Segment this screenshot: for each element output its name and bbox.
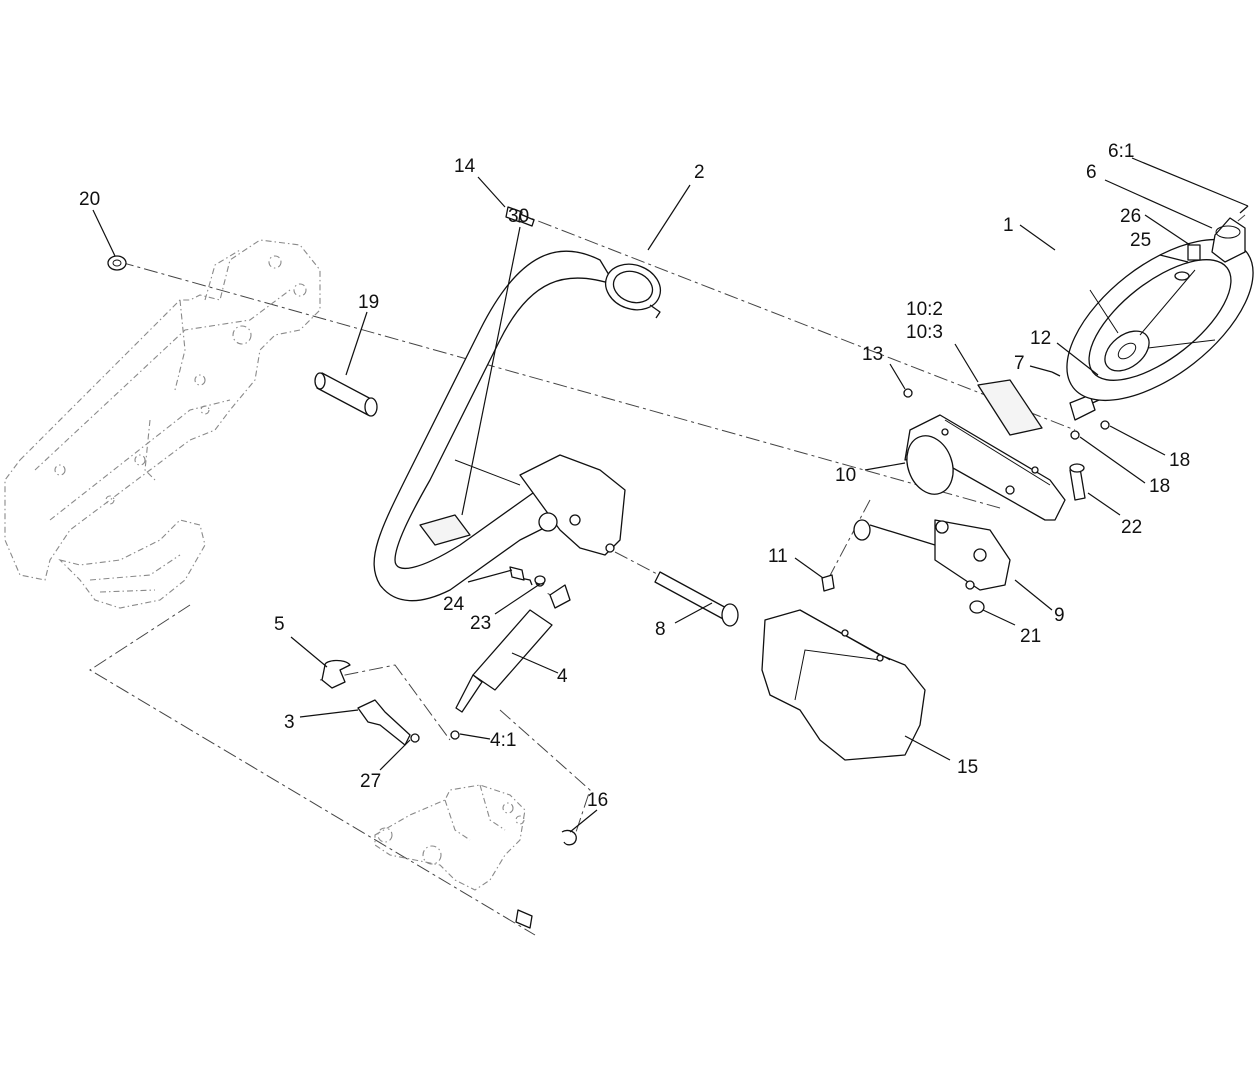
callout-6: 6 [1086,162,1097,183]
callout-10-2: 10:2 [906,299,943,320]
washer-25 [1174,271,1190,281]
callout-26: 26 [1120,206,1141,227]
steering-wheel-1 [1066,238,1254,402]
callout-18a: 18 [1169,450,1190,471]
screw-13 [903,388,913,398]
assembly-centerlines [89,211,1246,936]
lower-bracket-phantom [374,784,526,891]
callout-11: 11 [768,546,788,567]
callout-22: 22 [1121,517,1142,538]
callout-6-1: 6:1 [1108,141,1134,162]
lower-bolt [515,909,533,929]
cap-6 [1211,205,1249,263]
switch-9 [853,519,1011,591]
callout-2: 2 [694,162,705,183]
callout-10: 10 [835,465,856,486]
callout-5: 5 [274,614,285,635]
callout-10-3: 10:3 [906,322,943,343]
callout-18b: 18 [1149,476,1170,497]
nut-26 [1187,244,1201,261]
pin-8 [654,571,739,627]
callout-30: 30 [508,206,529,227]
callout-3: 3 [284,712,295,733]
bolt-22 [1069,463,1086,501]
bolt-24 [509,566,525,581]
column-bracket-10 [904,414,1066,521]
bolt-14 [505,206,535,227]
gas-spring-4 [450,577,571,740]
callout-16: 16 [587,790,608,811]
bushing-19 [314,372,378,417]
callout-labels: 1 2 3 4 4:1 5 6 6:1 7 8 9 10 10:2 10:3 1… [79,141,1190,811]
clip-11 [821,574,835,592]
callout-12: 12 [1030,328,1051,349]
callout-21: 21 [1020,626,1041,647]
callout-8: 8 [655,619,666,640]
leader-lines [92,157,1249,833]
callout-14: 14 [454,156,476,177]
pedal-arm-tube [373,250,626,602]
washer-23 [534,575,546,585]
callout-27: 27 [360,771,381,792]
label-plate-10-2-10-3 [977,379,1043,436]
linkage-3-5-27 [321,659,420,746]
callout-13: 13 [862,344,883,365]
callout-23: 23 [470,613,491,634]
frame-phantom [4,239,321,609]
nut-21 [969,600,985,614]
clip-16 [561,829,577,846]
callout-7: 7 [1014,353,1025,374]
callout-4-1: 4:1 [490,730,516,751]
callout-25: 25 [1130,230,1151,251]
nut-20 [107,255,127,271]
callout-1: 1 [1003,215,1014,236]
callout-4: 4 [557,666,568,687]
callout-20: 20 [79,189,100,210]
flange-ring [604,263,662,319]
callout-9: 9 [1054,605,1065,626]
cover-15 [761,609,926,761]
callout-15: 15 [957,757,978,778]
callout-24: 24 [443,594,465,615]
callout-19: 19 [358,292,379,313]
